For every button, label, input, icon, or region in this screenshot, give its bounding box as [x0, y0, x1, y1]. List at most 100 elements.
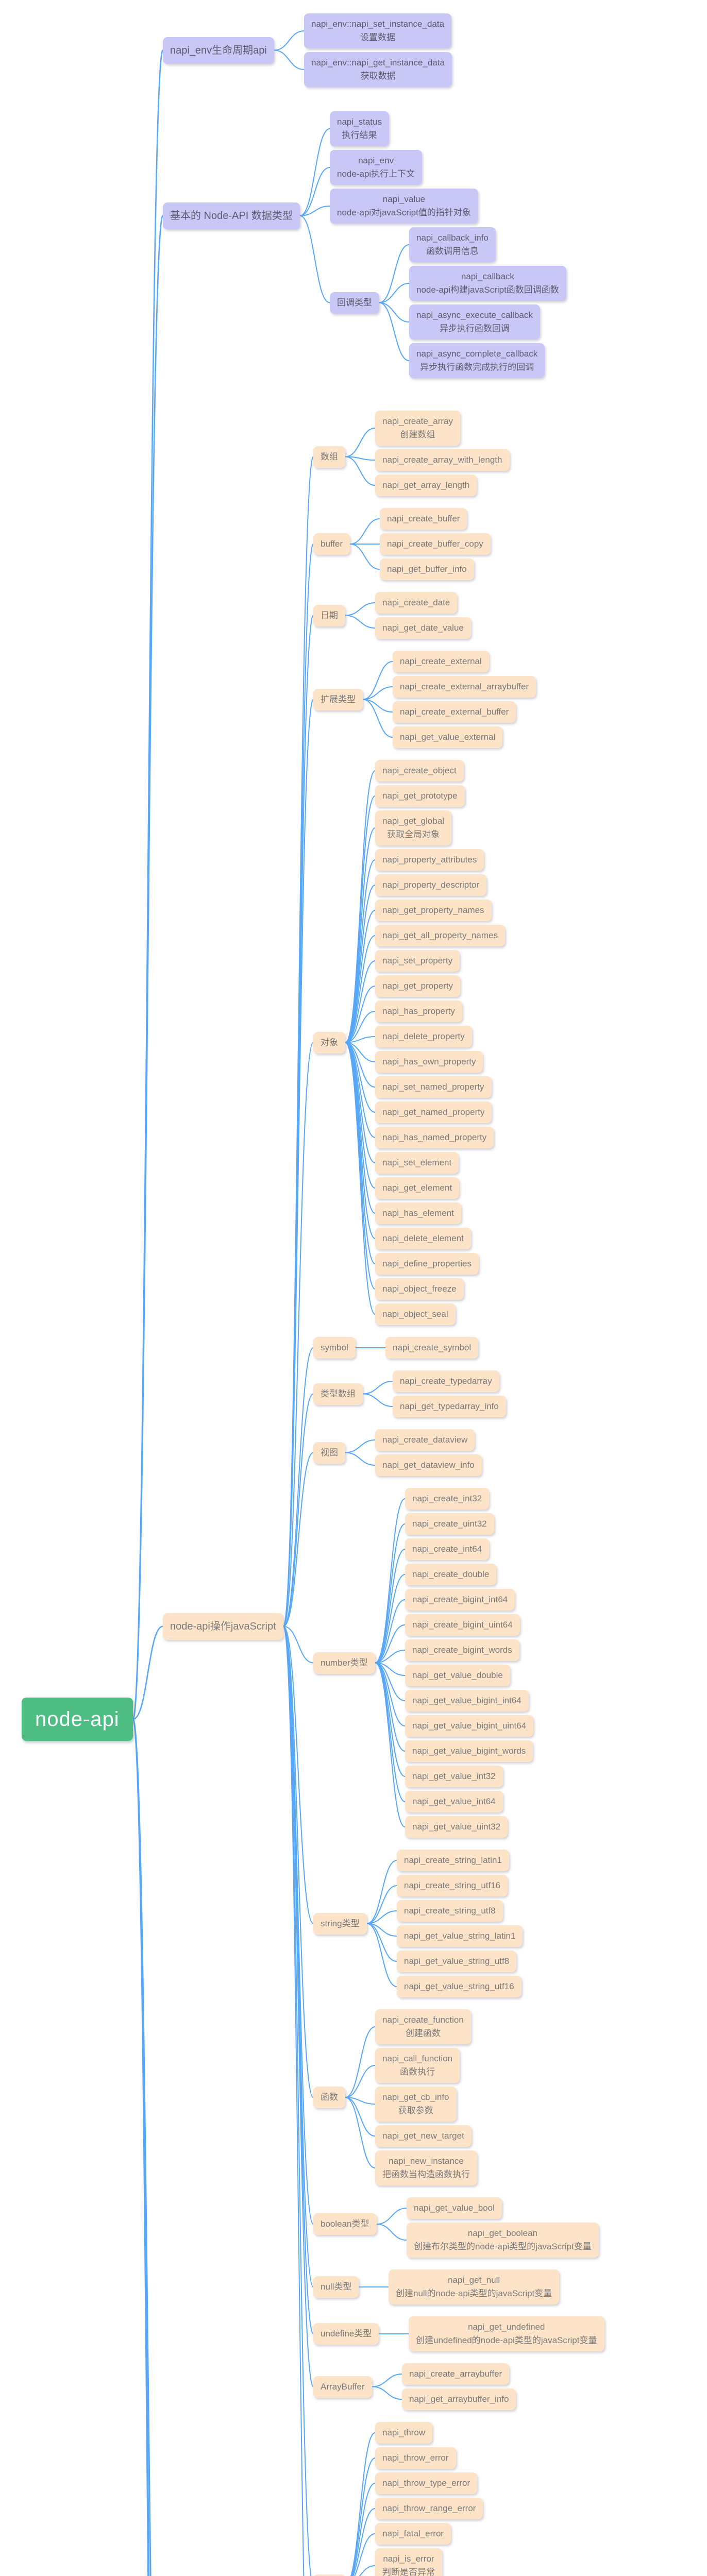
leaf-node[interactable]: napi_create_array_with_length [375, 449, 510, 471]
branch-node[interactable]: boolean类型 [313, 2213, 377, 2235]
leaf-node[interactable]: napi_fatal_error [375, 2523, 451, 2545]
leaf-node[interactable]: napi_create_arraybuffer [402, 2363, 510, 2385]
leaf-node[interactable]: napi_create_bigint_uint64 [405, 1614, 520, 1636]
branch-node[interactable]: 日期 [313, 604, 345, 626]
leaf-node[interactable]: napi_delete_element [375, 1228, 471, 1249]
leaf-node[interactable]: napi_throw_error [375, 2447, 456, 2469]
branch-node[interactable]: 函数 [313, 2087, 345, 2108]
leaf-node[interactable]: napi_create_int64 [405, 1538, 490, 1560]
leaf-node[interactable]: napi_create_date [375, 592, 458, 614]
leaf-node[interactable]: napi_has_element [375, 1202, 461, 1224]
leaf-node[interactable]: napi_get_dataview_info [375, 1454, 482, 1476]
leaf-node[interactable]: napi_get_value_string_utf16 [397, 1976, 521, 1997]
leaf-node[interactable]: napi_get_element [375, 1177, 460, 1199]
leaf-node[interactable]: napi_create_uint32 [405, 1513, 494, 1535]
branch-node[interactable]: symbol [313, 1337, 356, 1359]
leaf-node[interactable]: napi_create_external_buffer [393, 701, 516, 723]
leaf-node[interactable]: napi_create_object [375, 760, 464, 782]
leaf-node[interactable]: napi_create_dataview [375, 1429, 475, 1451]
leaf-node[interactable]: napi_delete_property [375, 1026, 472, 1047]
branch-node[interactable]: 异常 [313, 2574, 345, 2576]
leaf-node[interactable]: napi_create_bigint_words [405, 1639, 519, 1661]
leaf-node[interactable]: napi_create_external [393, 651, 489, 672]
leaf-node[interactable]: napi_create_double [405, 1564, 497, 1585]
branch-node[interactable]: 类型数组 [313, 1383, 363, 1405]
leaf-node[interactable]: napi_create_external_arraybuffer [393, 676, 536, 698]
leaf-node[interactable]: napi_get_arraybuffer_info [402, 2388, 516, 2410]
leaf-node[interactable]: napi_get_value_double [405, 1665, 510, 1686]
branch-node[interactable]: 扩展类型 [313, 688, 363, 710]
leaf-node[interactable]: napi_get_value_uint32 [405, 1816, 508, 1838]
branch-node[interactable]: 视图 [313, 1442, 345, 1464]
leaf-node[interactable]: napi_set_element [375, 1152, 459, 1174]
branch-node[interactable]: string类型 [313, 1912, 367, 1935]
leaf-node[interactable]: napi_get_property [375, 975, 461, 997]
leaf-node[interactable]: napi_create_buffer_copy [380, 533, 491, 555]
leaf-node[interactable]: napi_property_descriptor [375, 874, 487, 896]
leaf-node[interactable]: napi_create_symbol [385, 1337, 479, 1359]
leaf-node[interactable]: napi_get_value_string_latin1 [397, 1925, 523, 1947]
leaf-node[interactable]: napi_get_typedarray_info [393, 1396, 506, 1417]
leaf-node[interactable]: napi_get_all_property_names [375, 925, 505, 946]
leaf-node[interactable]: napi_get_value_string_utf8 [397, 1951, 517, 1972]
leaf-node[interactable]: napi_get_value_bool [407, 2197, 502, 2219]
leaf-node[interactable]: napi_get_named_property [375, 1101, 492, 1123]
leaf-node[interactable]: napi_set_named_property [375, 1076, 492, 1098]
leaf-node[interactable]: napi_get_value_external [393, 726, 503, 748]
leaf-node[interactable]: napi_get_property_names [375, 900, 492, 921]
branch-node[interactable]: undefine类型 [313, 2323, 379, 2345]
leaf-node[interactable]: napi_create_bigint_int64 [405, 1589, 515, 1611]
leaf-node[interactable]: napi_get_value_int64 [405, 1791, 503, 1812]
leaf-node[interactable]: napi_get_array_length [375, 474, 477, 496]
leaf-node[interactable]: napi_create_string_latin1 [397, 1850, 509, 1871]
leaf-node[interactable]: napi_object_freeze [375, 1278, 464, 1300]
leaf-node[interactable]: napi_has_named_property [375, 1127, 494, 1148]
leaf-node[interactable]: napi_create_typedarray [393, 1370, 499, 1392]
branch-node[interactable]: 数组 [313, 446, 345, 468]
root-node[interactable]: node-api [22, 1698, 133, 1741]
branch-node[interactable]: 对象 [313, 1031, 345, 1054]
leaf-node[interactable]: napi_set_property [375, 950, 460, 972]
leaf-node[interactable]: napi_get_buffer_info [380, 558, 474, 580]
leaf-node[interactable]: napi_has_property [375, 1001, 462, 1022]
leaf-node[interactable]: napi_get_value_bigint_int64 [405, 1690, 529, 1711]
branch-node[interactable]: buffer [313, 533, 350, 555]
branch-node[interactable]: number类型 [313, 1652, 375, 1674]
leaf-node[interactable]: napi_define_properties [375, 1253, 479, 1275]
leaf-node[interactable]: napi_has_own_property [375, 1051, 483, 1073]
leaf-node[interactable]: napi_create_string_utf8 [397, 1900, 503, 1922]
leaf-node[interactable]: napi_object_seal [375, 1303, 456, 1325]
leaf-node[interactable]: napi_get_new_target [375, 2125, 472, 2147]
leaf-node[interactable]: napi_throw_type_error [375, 2472, 478, 2494]
leaf-node[interactable]: napi_throw_range_error [375, 2498, 483, 2519]
branch-node[interactable]: 回调类型 [330, 292, 379, 314]
leaf-node[interactable]: napi_get_value_bigint_uint64 [405, 1715, 534, 1737]
leaf-node[interactable]: napi_create_int32 [405, 1488, 490, 1510]
leaf-node[interactable]: napi_create_buffer [380, 508, 467, 530]
branch-node[interactable]: ArrayBuffer [313, 2376, 372, 2398]
branch-node[interactable]: node-api操作javaScript [163, 1613, 283, 1640]
branch-node[interactable]: 基本的 Node-API 数据类型 [163, 202, 300, 229]
leaf-node[interactable]: napi_get_value_int32 [405, 1766, 503, 1787]
leaf-node[interactable]: napi_throw [375, 2422, 433, 2444]
branch-node[interactable]: napi_env生命周期api [163, 37, 274, 64]
leaf-node[interactable]: napi_get_prototype [375, 785, 465, 807]
leaf-node[interactable]: napi_property_attributes [375, 849, 484, 871]
leaf-node[interactable]: napi_get_date_value [375, 617, 471, 639]
